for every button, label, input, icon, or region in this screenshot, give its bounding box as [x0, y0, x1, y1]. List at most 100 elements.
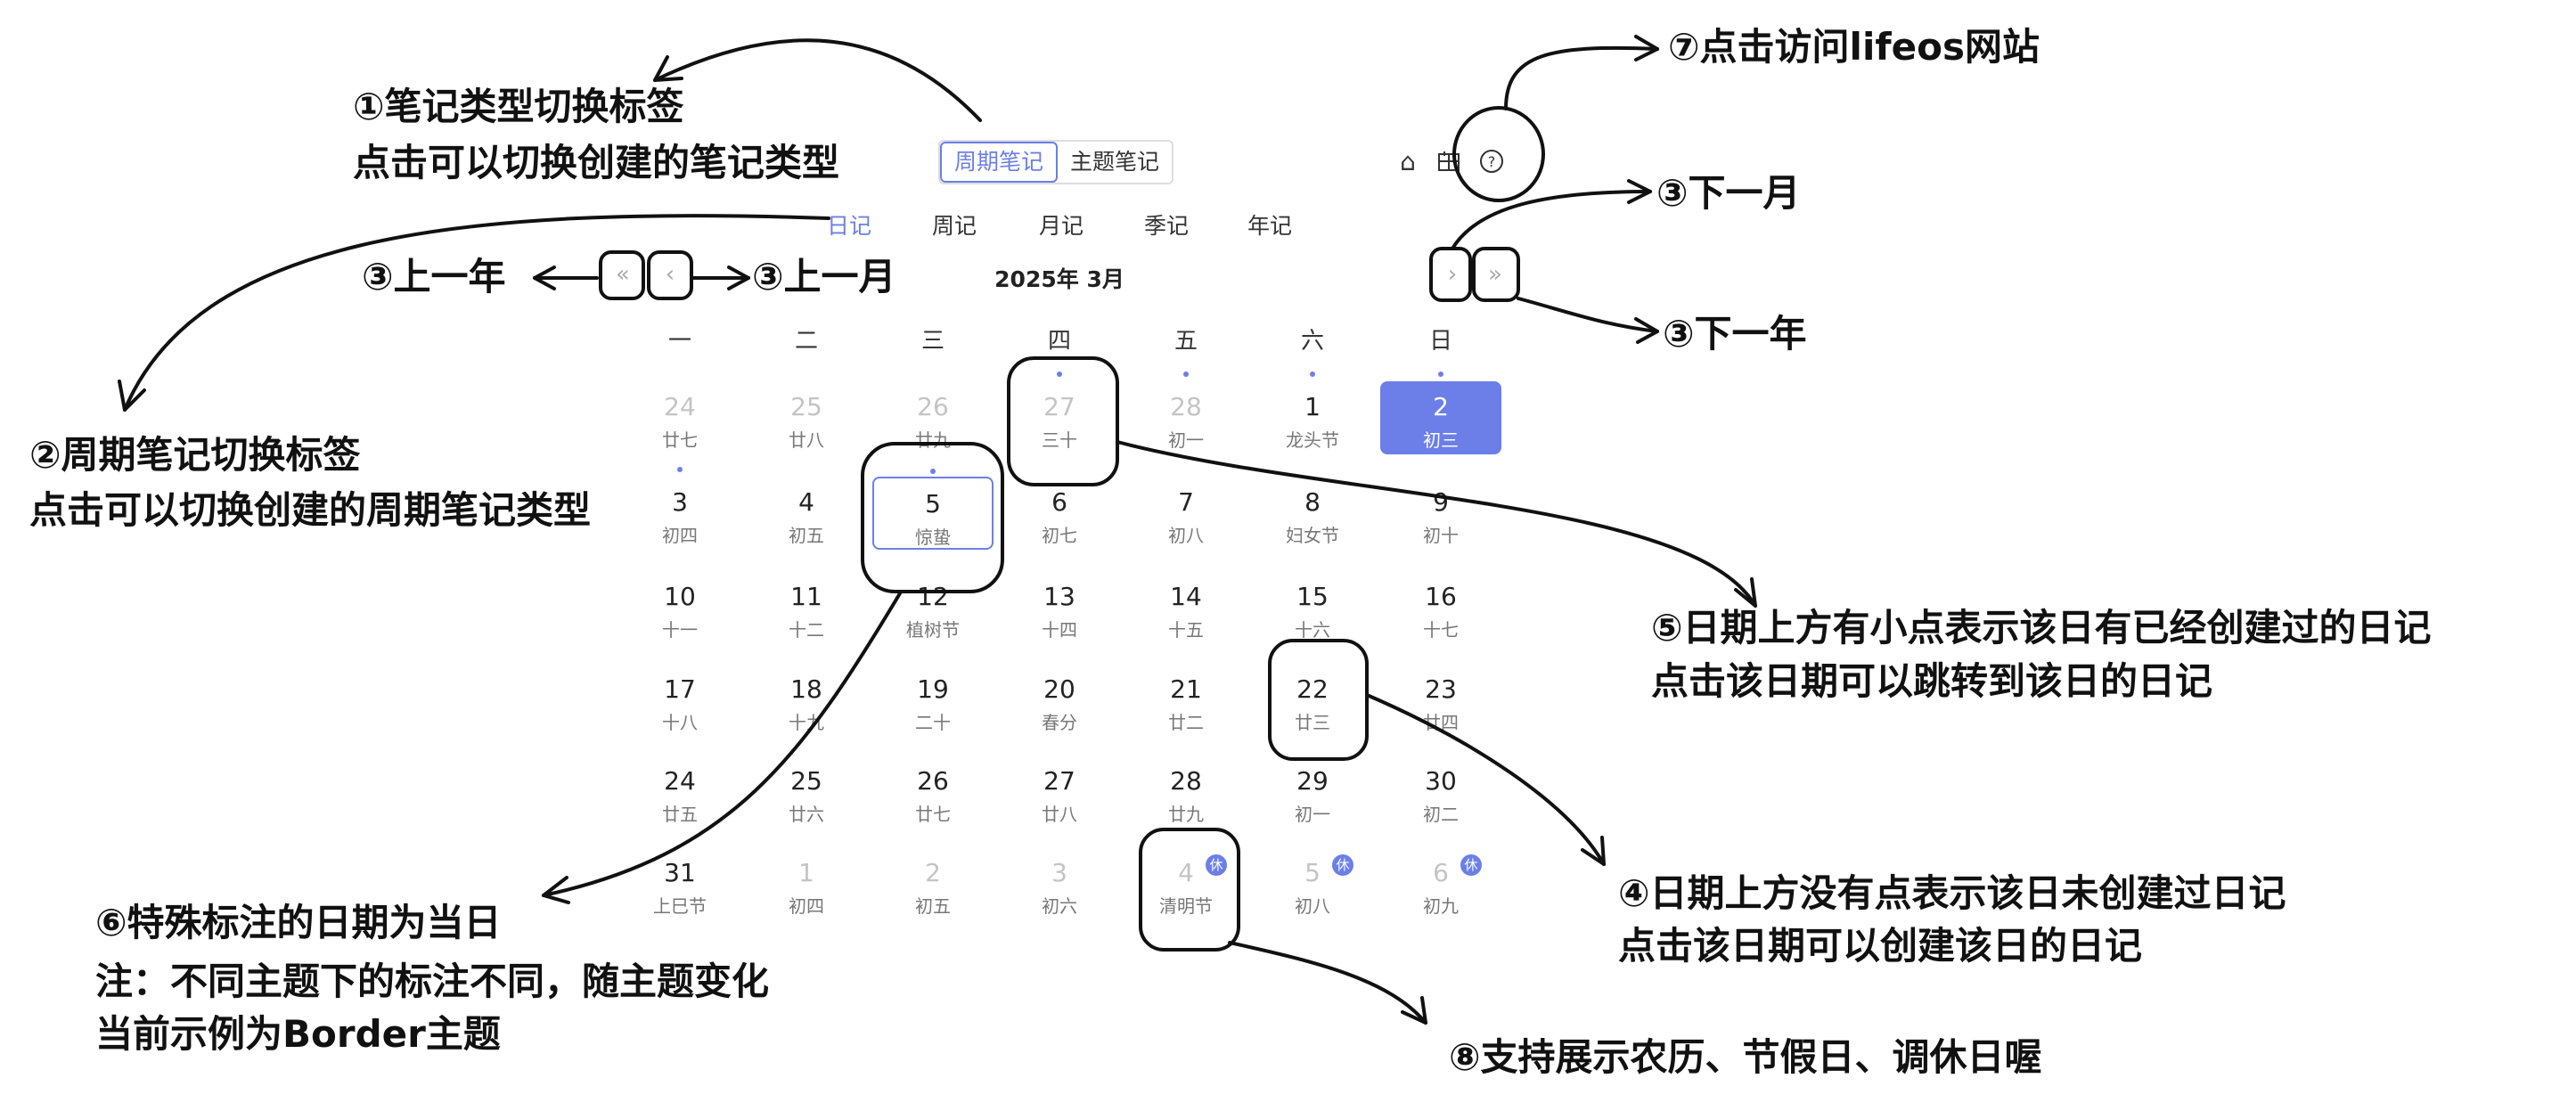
lunar-date: 妇女节 [1286, 525, 1339, 546]
note-exists-dot [1310, 372, 1315, 377]
annotation-2-desc: 点击可以切换创建的周期笔记类型 [29, 488, 592, 532]
day-cell[interactable]: 17 十八 [619, 664, 740, 737]
help-icon[interactable]: ? [1476, 146, 1507, 176]
day-cell-selected[interactable]: 2 初三 [1380, 372, 1501, 454]
annotation-7: ⑦点击访问lifeos网站 [1668, 25, 2040, 69]
lunar-date: 廿七 [915, 804, 951, 825]
day-number: 18 [790, 674, 822, 704]
prev-month-button[interactable]: ‹ [665, 261, 675, 288]
day-cell[interactable]: 1 龙头节 [1252, 372, 1373, 454]
day-number: 21 [1170, 674, 1202, 704]
day-number: 27 [1043, 392, 1075, 421]
day-number: 9 [1433, 487, 1449, 517]
annotation-next-month: ③下一月 [1656, 171, 1801, 215]
home-icon[interactable]: ⌂ [1400, 146, 1416, 176]
rest-day-badge: 休 [1206, 854, 1227, 876]
tab-periodic-notes[interactable]: 周期笔记 [940, 142, 1059, 183]
tab-daily[interactable]: 日记 [826, 213, 872, 239]
rest-day-badge: 休 [1332, 854, 1353, 876]
annotation-4-title: ④日期上方没有点表示该日未创建过日记 [1618, 871, 2286, 915]
annotation-4-desc: 点击该日期可以创建该日的日记 [1618, 924, 2143, 968]
lunar-date: 初八 [1295, 895, 1330, 917]
day-number: 1 [1304, 392, 1321, 421]
lunar-date: 廿四 [1423, 712, 1459, 733]
day-cell[interactable]: 26 廿七 [872, 756, 994, 829]
weekday-label: 六 [1300, 328, 1325, 355]
lunar-date: 廿八 [1042, 804, 1077, 825]
lunar-date: 十八 [662, 712, 698, 733]
lunar-date: 初七 [1042, 525, 1077, 546]
day-number: 3 [1051, 858, 1067, 887]
weekday-label: 日 [1428, 328, 1453, 355]
day-cell[interactable]: 27 廿八 [999, 756, 1120, 829]
lunar-date: 十一 [662, 619, 698, 641]
day-number: 27 [1043, 766, 1075, 796]
tab-weekly[interactable]: 周记 [931, 213, 977, 239]
next-month-button[interactable]: › [1447, 261, 1458, 288]
day-number: 17 [664, 674, 696, 704]
calendar-icon[interactable] [1434, 146, 1464, 176]
next-year-button[interactable]: » [1488, 261, 1502, 288]
tab-yearly[interactable]: 年记 [1247, 213, 1293, 239]
day-number: 3 [672, 487, 688, 517]
note-exists-dot [677, 467, 683, 472]
day-number: 26 [917, 392, 949, 421]
rest-day-badge: 休 [1460, 854, 1482, 876]
lunar-date: 龙头节 [1286, 429, 1339, 451]
day-cell[interactable]: 21 廿二 [1125, 664, 1247, 737]
lunar-date: 初九 [1423, 895, 1459, 917]
weekday-label: 三 [920, 328, 945, 355]
tab-topic-notes[interactable]: 主题笔记 [1070, 149, 1160, 175]
lunar-date: 初三 [1423, 429, 1459, 451]
calendar-title: 2025年 3月 [994, 266, 1124, 292]
tab-monthly[interactable]: 月记 [1038, 213, 1084, 239]
tab-quarterly[interactable]: 季记 [1143, 213, 1190, 239]
note-exists-dot [1183, 372, 1189, 377]
day-number: 26 [917, 766, 949, 796]
prev-year-button[interactable]: « [616, 261, 630, 288]
lunar-date: 廿二 [1168, 712, 1204, 733]
day-number: 25 [790, 766, 822, 796]
lunar-date: 初八 [1168, 525, 1204, 546]
annotation-2-title: ②周期笔记切换标签 [29, 433, 361, 477]
day-number: 25 [790, 392, 822, 421]
lunar-date: 十四 [1042, 619, 1077, 641]
day-number: 2 [1433, 392, 1449, 421]
